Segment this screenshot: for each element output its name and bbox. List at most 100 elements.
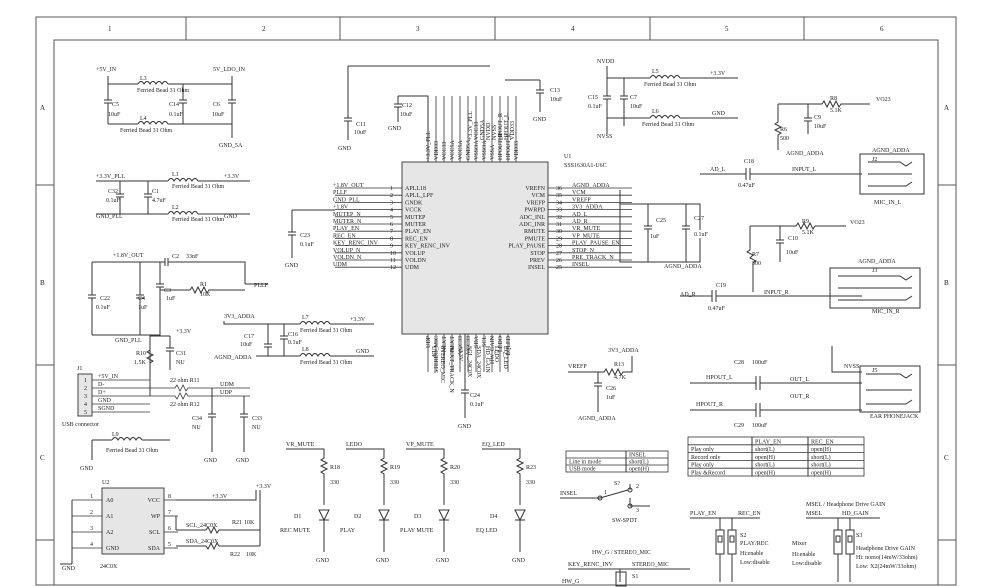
svg-text:GND_PLL: GND_PLL: [96, 214, 123, 220]
ic-pin-number: 26: [556, 258, 562, 264]
led-net-label: VP_MUTE: [406, 442, 434, 448]
ic-net-label: SDA_24C0X: [475, 346, 481, 379]
ic-u1: U1 SSS1630A1-U6C APLL181+1.8V_OUTAPLL_LP…: [285, 65, 632, 393]
usb-connector-body: [77, 373, 93, 417]
svg-text:S3: S3: [856, 533, 862, 539]
led-gnd: GND: [316, 558, 330, 564]
svg-text:GND: GND: [338, 146, 352, 152]
ic-pin-name: VCC33: [466, 336, 472, 354]
ic-pin-name: ADC_INR: [519, 222, 545, 228]
svg-text:NVDD: NVDD: [597, 59, 615, 65]
svg-text:Ferried Bead 31 Ohm: Ferried Bead 31 Ohm: [172, 217, 224, 223]
led-diode-ref: D4: [490, 514, 497, 520]
svg-text:C33: C33: [252, 416, 262, 422]
svg-text:Hi:enable: Hi:enable: [792, 552, 816, 558]
table-cell: open(H): [811, 470, 831, 477]
svg-text:REC_EN: REC_EN: [738, 511, 761, 517]
vref-decoupling: C25 1uF C27 0.1uF AGND_ADDA VREFP 3V3_AD…: [568, 190, 709, 422]
svg-text:10uF: 10uF: [786, 250, 799, 256]
svg-text:3V3_ADDA: 3V3_ADDA: [608, 348, 639, 354]
table-cell: INSEL: [629, 453, 646, 459]
svg-text:C4: C4: [138, 296, 145, 302]
svg-text:C24: C24: [470, 393, 480, 399]
svg-text:0.1uF: 0.1uF: [300, 242, 315, 248]
svg-text:GND: GND: [533, 117, 547, 123]
svg-text:C25: C25: [656, 218, 666, 224]
svg-text:100uF: 100uF: [752, 360, 768, 366]
svg-text:GND: GND: [224, 214, 238, 220]
ic-net-label: HPOUT_R: [498, 113, 504, 140]
ic-net-label: REC_EN: [333, 233, 356, 239]
led-label: REC MUTE: [280, 528, 311, 534]
col-label: 2: [262, 25, 266, 33]
svg-text:5.1K: 5.1K: [802, 230, 815, 236]
svg-text:Ferried Bead 31 Ohm: Ferried Bead 31 Ohm: [642, 122, 694, 128]
svg-text:NVSS: NVSS: [844, 364, 859, 370]
svg-text:S?: S?: [614, 481, 620, 487]
ic-net-label: PLAY_PAUSE_EN: [572, 241, 620, 247]
svg-text:U2: U2: [102, 480, 109, 486]
ic-pin-name: MUTER: [405, 222, 426, 228]
ic-net-label: 3V3_ADDA: [572, 205, 603, 211]
svg-text:Ferried Bead 31 Ohm: Ferried Bead 31 Ohm: [120, 128, 172, 134]
svg-text:D+: D+: [98, 390, 106, 396]
svg-text:3: 3: [84, 394, 87, 400]
ic-pin-number: 30: [556, 229, 562, 235]
led-diode-ref: D1: [294, 514, 301, 520]
svg-text:USB connector: USB connector: [62, 422, 99, 428]
svg-text:10uF: 10uF: [240, 342, 253, 348]
led-resistor-ref: R19: [390, 465, 400, 471]
svg-text:10K: 10K: [200, 292, 211, 298]
power-filter-adda: 3V3_ADDA L7 Ferried Bead 31 Ohm +3.3V C1…: [214, 314, 374, 366]
led-label: PLAY MUTE: [400, 528, 434, 534]
ic-pin-number: 12: [390, 265, 396, 271]
eeprom-pin-name: A1: [106, 514, 113, 520]
hw-g-switch: HW_G / STEREO_MIC KEY_RENC_INV STEREO_MI…: [562, 550, 690, 587]
power-filter-5v: +5V_IN 5V_LDO_IN L3 Ferried Bead 31 Ohm …: [96, 67, 246, 149]
svg-text:R10: R10: [136, 351, 146, 357]
ic-pin-number: 35: [556, 193, 562, 199]
svg-text:Hi: nomo(14mW/33ohm): Hi: nomo(14mW/33ohm): [856, 554, 918, 561]
gain-switch: MSEL / Headphone Drive GAIN MSEL HD_GAIN…: [792, 502, 918, 582]
led-diode: [438, 509, 450, 552]
pll-loop-filter: +1.8V_OUT C2 33nF C3 1uF R1 10K PLLF C22…: [88, 253, 269, 344]
col-label: 5: [725, 25, 729, 33]
eeprom-pin-name: WP: [151, 514, 161, 520]
ic-pin-number: 36: [556, 186, 562, 192]
svg-text:U1: U1: [564, 154, 571, 160]
ic-pin-name: PWRPD: [524, 208, 545, 214]
ic-pin-name: VCM: [531, 193, 545, 199]
eeprom-pin-name: A2: [106, 530, 113, 536]
svg-text:10uF: 10uF: [212, 112, 225, 118]
svg-text:+3.3V: +3.3V: [224, 174, 240, 180]
svg-text:10uF: 10uF: [108, 112, 121, 118]
svg-text:Ferried Bead 31 Ohm: Ferried Bead 31 Ohm: [172, 184, 224, 190]
power-filter-pll: +3.3V_PLL +3.3V L1 Ferried Bead 31 Ohm C…: [96, 172, 250, 223]
svg-text:L1: L1: [172, 172, 179, 178]
ic-pin-name: +3.3V_PLL: [426, 131, 432, 160]
svg-text:R9: R9: [802, 219, 809, 225]
ic-pin-name: PLAY_PAUSE: [508, 244, 545, 250]
svg-text:L3: L3: [140, 76, 147, 82]
ic-net-label: AD_L: [572, 212, 588, 218]
svg-text:AGND_ADDA: AGND_ADDA: [872, 148, 910, 154]
ic-net-label: +3.3V_PLL: [468, 111, 474, 140]
svg-text:Ferried Bead 31 Ohm: Ferried Bead 31 Ohm: [300, 360, 352, 366]
ic-net-label: MUTEP_N: [333, 212, 361, 218]
ic-net-label: AD_R: [572, 219, 588, 225]
svg-text:Ferried Bead 31 Ohm: Ferried Bead 31 Ohm: [106, 448, 158, 454]
svg-text:L4: L4: [140, 116, 147, 122]
led-net-label: VR_MUTE: [286, 442, 315, 448]
ic-pin-name: GND5A: [466, 139, 472, 160]
svg-text:+3.3V: +3.3V: [710, 71, 726, 77]
svg-text:C19: C19: [716, 283, 726, 289]
svg-text:HPOUT_L: HPOUT_L: [706, 375, 733, 381]
ic-pin-name: VSSOA: [482, 140, 488, 160]
svg-text:HPOUT_R: HPOUT_R: [696, 402, 723, 408]
svg-text:C3: C3: [164, 288, 171, 294]
svg-text:HW_G / STEREO_MIC: HW_G / STEREO_MIC: [592, 550, 651, 556]
